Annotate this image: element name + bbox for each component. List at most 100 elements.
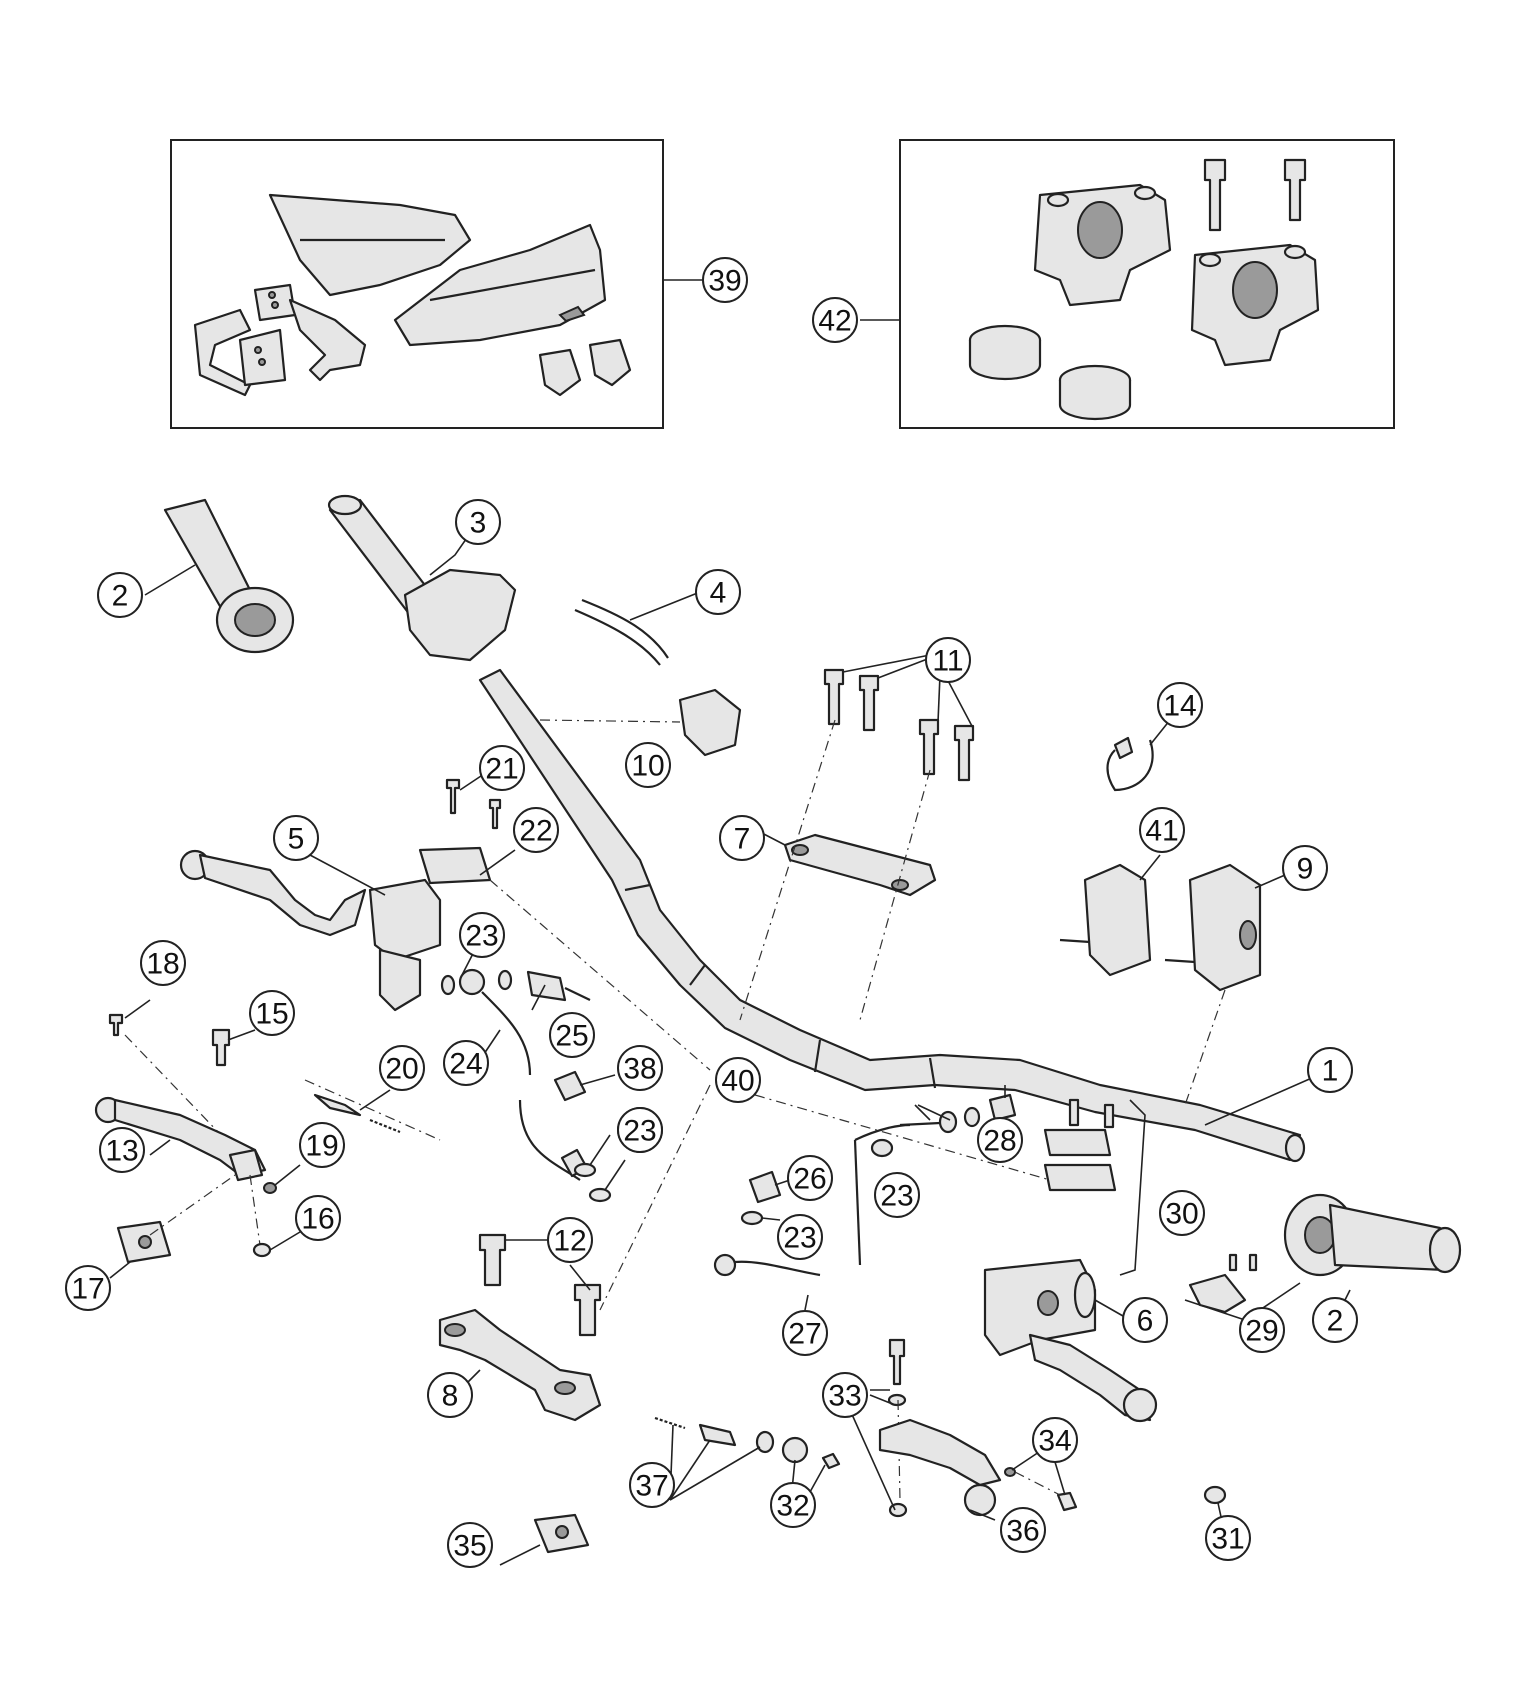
callout-21: 21 — [479, 745, 525, 791]
callout-circle — [455, 499, 501, 545]
callout-number: 9 — [1297, 853, 1314, 886]
clip-35 — [499, 1513, 590, 1566]
callout-number: 33 — [828, 1380, 861, 1413]
callout-number: 8 — [442, 1380, 459, 1413]
callout-17: 17 — [65, 1265, 111, 1311]
callout-number: 15 — [255, 998, 288, 1031]
switch-10 — [539, 688, 742, 757]
callout-circle — [625, 742, 671, 788]
callout-number: 2 — [1327, 1305, 1344, 1338]
callout-9: 9 — [1282, 845, 1328, 891]
callout-circle — [702, 257, 748, 303]
callout-number: 38 — [623, 1053, 656, 1086]
callout-circle — [1157, 682, 1203, 728]
callout-circle — [249, 990, 295, 1036]
callout-number: 10 — [631, 750, 664, 783]
callout-number: 42 — [818, 305, 851, 338]
reservoir-cover-30 — [1043, 1098, 1146, 1276]
bottom-clamp-8 — [438, 1084, 711, 1422]
top-clamp-7 — [739, 719, 937, 1021]
callout-4: 4 — [695, 569, 741, 615]
callout-number: 24 — [449, 1048, 482, 1081]
brake-line-27 — [713, 1085, 1017, 1311]
callout-number: 6 — [1137, 1305, 1154, 1338]
master-cylinder-5 — [179, 849, 442, 1012]
switch-41 — [1059, 854, 1161, 977]
brake-lever-36 — [849, 1338, 1002, 1521]
callout-28: 28 — [977, 1117, 1023, 1163]
callout-circle — [65, 1265, 111, 1311]
callout-circle — [97, 572, 143, 618]
callout-number: 28 — [983, 1125, 1016, 1158]
callout-number: 16 — [301, 1203, 334, 1236]
callout-number: 12 — [553, 1225, 586, 1258]
banjo-fitting-23a — [440, 939, 626, 1203]
callout-19: 19 — [299, 1122, 345, 1168]
callout-24: 24 — [443, 1040, 489, 1086]
callout-circle — [617, 1107, 663, 1153]
callout-16: 16 — [295, 1195, 341, 1241]
grip-right — [1283, 1193, 1462, 1321]
callout-number: 20 — [385, 1053, 418, 1086]
clamp-29 — [1184, 1253, 1301, 1321]
callout-2: 2 — [97, 572, 143, 618]
callout-25: 25 — [549, 1012, 595, 1058]
callout-2: 2 — [1312, 1297, 1358, 1343]
callout-number: 30 — [1165, 1198, 1198, 1231]
callout-23: 23 — [459, 912, 505, 958]
callout-circle — [822, 1372, 868, 1418]
callout-number: 26 — [793, 1163, 826, 1196]
callout-39: 39 — [702, 257, 748, 303]
callout-number: 23 — [623, 1115, 656, 1148]
callout-7: 7 — [719, 815, 765, 861]
callout-number: 29 — [1245, 1315, 1278, 1348]
callout-number: 32 — [776, 1490, 809, 1523]
callout-circle — [513, 807, 559, 853]
callout-34: 34 — [1032, 1417, 1078, 1463]
callout-number: 3 — [470, 507, 487, 540]
switch-9 — [1164, 863, 1286, 1106]
callout-number: 4 — [710, 577, 727, 610]
callout-circle — [1239, 1307, 1285, 1353]
callout-circle — [695, 569, 741, 615]
bolts-11 — [823, 654, 975, 782]
callout-14: 14 — [1157, 682, 1203, 728]
callout-27: 27 — [782, 1310, 828, 1356]
callout-number: 21 — [485, 753, 518, 786]
callout-number: 23 — [783, 1222, 816, 1255]
callout-circle — [925, 637, 971, 683]
callout-circle — [443, 1040, 489, 1086]
callout-circle — [787, 1155, 833, 1201]
callout-29: 29 — [1239, 1307, 1285, 1353]
callout-23: 23 — [617, 1107, 663, 1153]
callout-number: 25 — [555, 1020, 588, 1053]
callout-1: 1 — [1307, 1047, 1353, 1093]
callout-number: 35 — [453, 1530, 486, 1563]
callout-number: 23 — [465, 920, 498, 953]
callout-circle — [617, 1045, 663, 1091]
callout-42: 42 — [812, 297, 858, 343]
callout-31: 31 — [1205, 1515, 1251, 1561]
handlebar — [478, 668, 1331, 1163]
callout-30: 30 — [1159, 1190, 1205, 1236]
handguard-kit-box — [170, 139, 706, 429]
callout-number: 18 — [146, 948, 179, 981]
callout-circle — [812, 297, 858, 343]
callout-23: 23 — [874, 1172, 920, 1218]
callout-23: 23 — [777, 1214, 823, 1260]
callout-circle — [140, 940, 186, 986]
line-40 — [754, 1094, 1051, 1181]
callout-40: 40 — [715, 1057, 761, 1103]
callout-circle — [1000, 1507, 1046, 1553]
callout-circle — [295, 1195, 341, 1241]
callout-number: 1 — [1322, 1055, 1339, 1088]
callout-circle — [1205, 1515, 1251, 1561]
callout-number: 39 — [708, 265, 741, 298]
callout-circle — [1122, 1297, 1168, 1343]
callout-circle — [1312, 1297, 1358, 1343]
cover-22 — [418, 769, 711, 1071]
callout-26: 26 — [787, 1155, 833, 1201]
callout-8: 8 — [427, 1372, 473, 1418]
callout-number: 5 — [288, 823, 305, 856]
